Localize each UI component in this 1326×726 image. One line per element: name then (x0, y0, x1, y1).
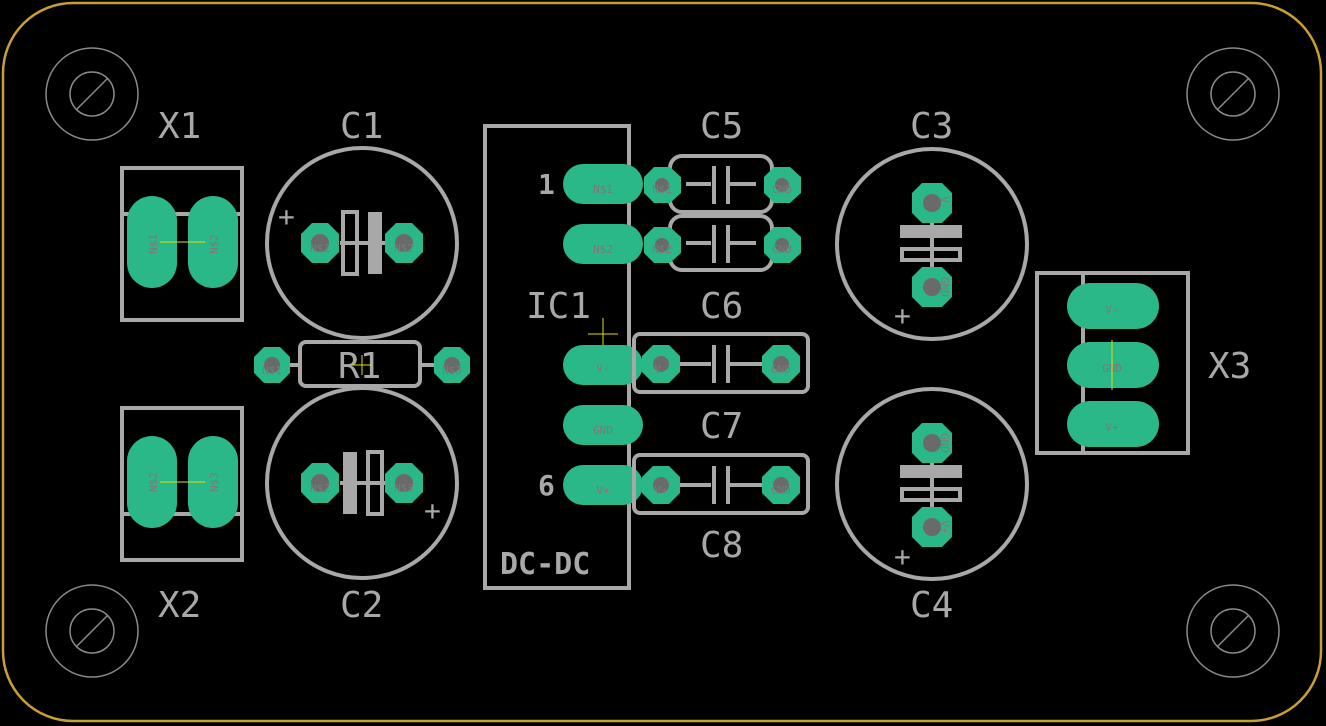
mount-hole-bottom-right (1186, 584, 1280, 678)
pad-label-ic1-1: N$1 (593, 183, 613, 196)
ref-label-c8: C8 (700, 525, 743, 566)
pad-label-c8-1: V+ (654, 484, 668, 497)
pad-label-c2-2: N$3 (394, 482, 414, 495)
pad-label-x2-1: N$2 (147, 472, 160, 492)
polarity-mark-c1: + (278, 200, 295, 233)
pad-label-ic1-4: V- (596, 362, 609, 375)
pad-label-r1-1: N$1 (262, 364, 282, 377)
pad-label-c3-2: GND (938, 277, 951, 297)
pad-x2-1[interactable] (127, 436, 177, 528)
polarity-mark-c2: + (424, 494, 441, 527)
pad-label-x3-1: V+ (1105, 421, 1119, 434)
pad-ic1-6[interactable] (563, 465, 643, 505)
pad-label-c5b-1: N$2 (652, 243, 672, 256)
mount-hole-bottom-left (45, 584, 139, 678)
ref-label-r1: R1 (338, 346, 381, 387)
pad-label-c2-1: N$2 (310, 482, 330, 495)
resistor-r1: R1 N$1 N$3 (254, 340, 470, 388)
pad-label-c3-1: V- (938, 196, 951, 209)
pad-label-c4-2: V+ (938, 520, 951, 534)
pad-label-ic1-2: N$2 (593, 243, 613, 256)
ref-label-x2: X2 (158, 585, 201, 626)
capacitor-c6: C6 V- GND (632, 286, 810, 394)
pad-label-c5-2: GND (772, 183, 792, 196)
pad-label-c6-2: GND (771, 363, 791, 376)
pad-ic1-2[interactable] (563, 224, 643, 264)
connector-x1: X1 N$1 N$2 (120, 106, 244, 322)
pad-label-c4-1: GND (938, 433, 951, 453)
polarity-mark-c4: + (894, 540, 911, 573)
ref-label-c5: C5 (700, 106, 743, 147)
pad-x3-1[interactable] (1067, 401, 1159, 447)
pad-x3-3[interactable] (1067, 283, 1159, 329)
ref-label-ic1: IC1 (526, 286, 591, 327)
connector-x3: X3 V- GND V+ (1035, 271, 1251, 455)
pad-label-x2-2: N$3 (208, 472, 221, 492)
pad-label-c6-1: V- (654, 363, 667, 376)
pad-label-r1-2: N$3 (442, 364, 462, 377)
capacitor-c3: C3 + V- GND (835, 106, 1029, 341)
pad-label-x1-1: N$1 (147, 234, 160, 254)
connector-x2: X2 N$2 N$3 (120, 406, 244, 626)
ref-label-x3: X3 (1208, 346, 1251, 387)
ref-label-c6: C6 (700, 286, 743, 327)
pad-label-c1-1: N$1 (310, 242, 330, 255)
ref-label-c3: C3 (910, 106, 953, 147)
pad-label-c5b-2: GND (772, 243, 792, 256)
mount-hole-top-right (1186, 47, 1280, 141)
capacitor-c2: C2 + N$2 N$3 (265, 386, 459, 626)
capacitor-c8: C7 C8 V+ GND (632, 406, 810, 566)
pad-label-x3-3: V- (1105, 303, 1118, 316)
ic1-value-label: DC-DC (500, 547, 590, 582)
pad-ic1-1[interactable] (563, 164, 643, 204)
pad-label-ic1-5: GND (593, 424, 613, 437)
pad-ic1-4[interactable] (563, 345, 643, 385)
ref-label-c2: C2 (340, 585, 383, 626)
pad-x2-2[interactable] (188, 436, 238, 528)
pad-label-x1-2: N$2 (208, 234, 221, 254)
ref-label-c7: C7 (700, 406, 743, 447)
pad-label-c5-1: N$1 (652, 183, 672, 196)
pad-label-c1-2: N$2 (394, 242, 414, 255)
capacitor-c4: C4 + GND V+ (835, 387, 1029, 626)
pad-x1-1[interactable] (127, 196, 177, 288)
mount-hole-top-left (45, 47, 139, 141)
ic1-pin1-mark: 1 (538, 168, 555, 201)
capacitor-c1: C1 + N$1 N$2 (265, 106, 459, 340)
polarity-mark-c3: + (894, 299, 911, 332)
pad-ic1-5[interactable] (563, 405, 643, 445)
pad-x3-2[interactable] (1067, 342, 1159, 388)
ic-dcdc-ic1: IC1 DC-DC 1 6 N$1 N$2 V- GND V+ (483, 124, 643, 590)
ref-label-x1: X1 (158, 106, 201, 147)
ref-label-c4: C4 (910, 585, 953, 626)
pad-label-ic1-6: V+ (596, 484, 610, 497)
ref-label-c1: C1 (340, 106, 383, 147)
capacitor-c5: C5 N$1 GND N$2 GND (644, 106, 801, 272)
ic1-pin6-mark: 6 (538, 469, 555, 502)
pad-x1-2[interactable] (188, 196, 238, 288)
pad-label-c8-2: GND (771, 484, 791, 497)
